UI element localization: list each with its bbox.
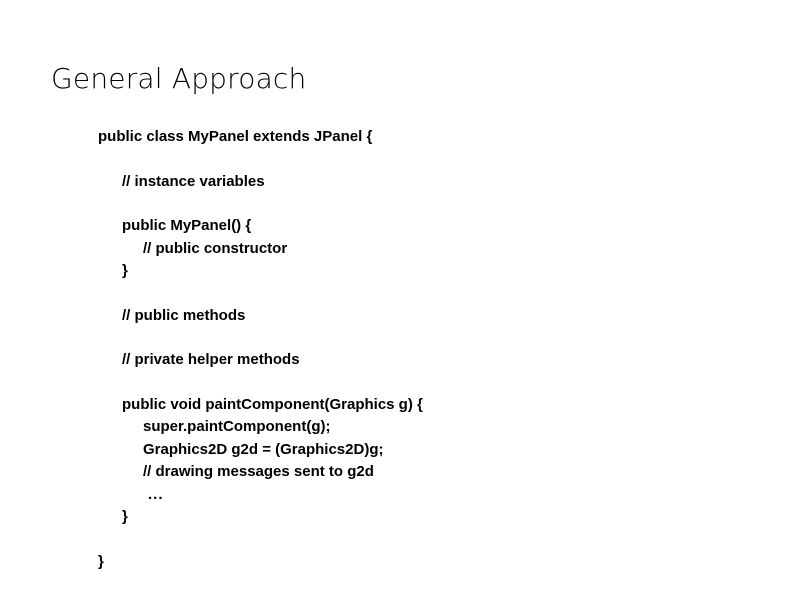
code-line: ... bbox=[148, 485, 164, 503]
code-blank-line bbox=[98, 372, 738, 394]
code-line: public MyPanel() { bbox=[122, 217, 252, 234]
code-line: // drawing messages sent to g2d bbox=[143, 463, 374, 480]
code-line: super.paintComponent(g); bbox=[143, 418, 331, 435]
code-blank-line bbox=[98, 327, 738, 349]
code-blank-line bbox=[98, 193, 738, 215]
code-line: public void paintComponent(Graphics g) { bbox=[122, 395, 423, 413]
code-line: // instance variables bbox=[122, 172, 265, 190]
code-line: } bbox=[122, 508, 128, 525]
code-line: // public methods bbox=[122, 306, 246, 324]
code-blank-line bbox=[98, 283, 738, 305]
code-line: // public constructor bbox=[143, 239, 288, 257]
code-listing: public class MyPanel extends JPanel { // … bbox=[98, 126, 738, 573]
page-title: General Approach bbox=[51, 62, 307, 95]
code-blank-line bbox=[98, 529, 738, 551]
code-line: } bbox=[98, 552, 104, 570]
code-line: // private helper methods bbox=[122, 351, 300, 368]
code-line: public class MyPanel extends JPanel { bbox=[98, 128, 373, 145]
code-blank-line bbox=[98, 149, 738, 171]
code-line: } bbox=[122, 262, 128, 279]
code-line: Graphics2D g2d = (Graphics2D)g; bbox=[143, 440, 384, 458]
